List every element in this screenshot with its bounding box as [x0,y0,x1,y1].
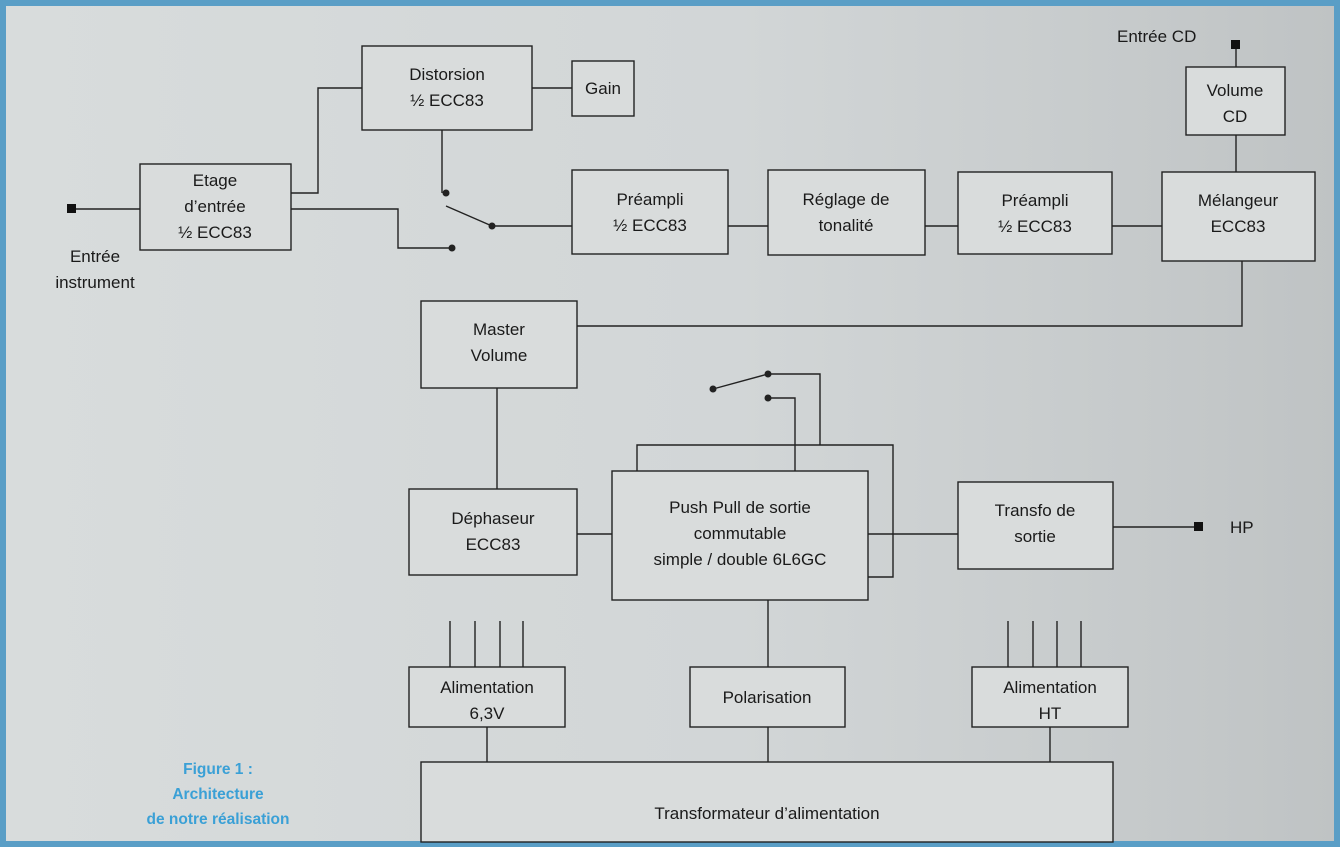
block-dephaseur: Déphaseur ECC83 [408,488,578,576]
block-preampli-2-line-1: Préampli [1001,191,1068,210]
wire-etage-bypass [291,208,452,249]
terminal-entree-instrument [67,204,76,213]
block-distorsion: Distorsion ½ ECC83 [361,45,533,131]
block-volume-cd-line-1: Volume [1207,81,1264,100]
label-entree-instrument-1: Entrée [70,247,120,266]
block-reglage-line-1: Réglage de [803,190,890,209]
wire-output-switch-b [768,397,796,471]
block-push-pull-line-2: commutable [694,524,787,543]
block-volume-cd-line-2: CD [1223,107,1248,126]
block-etage-line-2: d’entrée [184,197,245,216]
output-switch-contact-b [764,394,772,402]
caption-line-1: Figure 1 : [183,761,253,778]
block-alimht-line-2: HT [1039,704,1062,723]
block-transfo-alim-line-1: Transformateur d’alimentation [654,804,879,823]
block-transfo-sortie: Transfo de sortie [957,481,1114,570]
block-dephaseur-line-2: ECC83 [466,535,521,554]
caption-line-2: Architecture [172,786,264,803]
switch-contact-distorsion [442,189,450,197]
block-etage-line-1: Etage [193,171,237,190]
wire-pushpull-inner-tube [636,444,894,578]
wire-output-switch-blade [712,373,769,390]
output-switch-contact-a [764,370,772,378]
wires [72,44,1243,762]
block-reglage-tonalite: Réglage de tonalité [767,169,926,256]
switch-pivot [488,222,496,230]
block-transformateur-alimentation: Transformateur d’alimentation [420,761,1114,843]
block-gain: Gain [571,60,635,117]
block-preampli-2: Préampli ½ ECC83 [957,171,1113,255]
wire-etage-to-distorsion [291,87,362,194]
terminal-entree-cd [1231,40,1240,49]
block-push-pull: Push Pull de sortie commutable simple / … [611,470,869,601]
terminals [67,40,1240,531]
block-transfo-sortie-line-2: sortie [1014,527,1056,546]
label-entree-instrument-2: instrument [55,273,135,292]
switch-contact-bypass [448,244,456,252]
wire-output-switch-a [768,373,821,445]
terminal-hp [1194,522,1203,531]
block-preampli-1: Préampli ½ ECC83 [571,169,729,255]
block-reglage-line-2: tonalité [819,216,874,235]
block-distorsion-line-2: ½ ECC83 [410,91,484,110]
block-distorsion-line-1: Distorsion [409,65,485,84]
label-entree-cd: Entrée CD [1117,27,1196,46]
block-preampli-1-line-1: Préampli [616,190,683,209]
wire-melangeur-to-master [577,261,1243,327]
block-melangeur-line-1: Mélangeur [1198,191,1279,210]
block-alimentation-ht: Alimentation HT [971,666,1129,728]
block-master-volume: Master Volume [420,300,578,389]
block-melangeur-line-2: ECC83 [1211,217,1266,236]
block-push-pull-line-3: simple / double 6L6GC [654,550,827,569]
block-etage-line-3: ½ ECC83 [178,223,252,242]
block-alim63-line-1: Alimentation [440,678,534,697]
block-polarisation: Polarisation [689,666,846,728]
block-gain-line-1: Gain [585,79,621,98]
output-switch-pivot [709,385,717,393]
block-master-line-2: Volume [471,346,528,365]
block-polarisation-line-1: Polarisation [723,688,812,707]
wire-alimht-outputs [1007,621,1082,667]
block-push-pull-line-1: Push Pull de sortie [669,498,811,517]
block-master-line-1: Master [473,320,525,339]
block-melangeur: Mélangeur ECC83 [1161,171,1316,262]
caption-line-3: de notre réalisation [147,811,290,828]
block-alim63-line-2: 6,3V [470,704,506,723]
block-preampli-1-line-2: ½ ECC83 [613,216,687,235]
block-volume-cd: Volume CD [1185,66,1286,136]
wire-switch-blade [445,205,493,227]
block-etage: Etage d’entrée ½ ECC83 [139,163,292,251]
block-alimentation-63v: Alimentation 6,3V [408,666,566,728]
block-preampli-2-line-2: ½ ECC83 [998,217,1072,236]
block-alimht-line-1: Alimentation [1003,678,1097,697]
block-transfo-sortie-line-1: Transfo de [995,501,1076,520]
block-dephaseur-line-1: Déphaseur [451,509,535,528]
wire-alim63-outputs [449,621,524,667]
label-hp: HP [1230,518,1254,537]
